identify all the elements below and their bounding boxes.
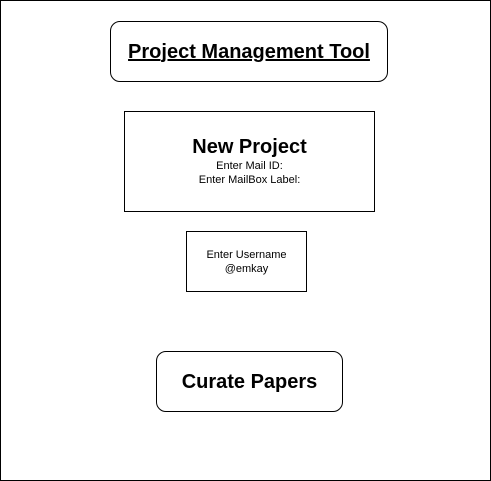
curate-papers-box[interactable]: Curate Papers: [156, 351, 343, 412]
mail-id-label: Enter Mail ID:: [216, 160, 283, 172]
curate-papers-label: Curate Papers: [181, 370, 318, 393]
project-management-tool-box[interactable]: Project Management Tool: [110, 21, 388, 82]
app-title: Project Management Tool: [128, 40, 370, 63]
username-box[interactable]: Enter Username @emkay: [186, 231, 307, 292]
new-project-box[interactable]: New Project Enter Mail ID: Enter MailBox…: [124, 111, 375, 212]
username-label: Enter Username: [206, 248, 287, 261]
mailbox-label-label: Enter MailBox Label:: [198, 174, 301, 186]
new-project-heading: New Project: [192, 136, 307, 158]
username-value: @emkay: [224, 262, 269, 275]
